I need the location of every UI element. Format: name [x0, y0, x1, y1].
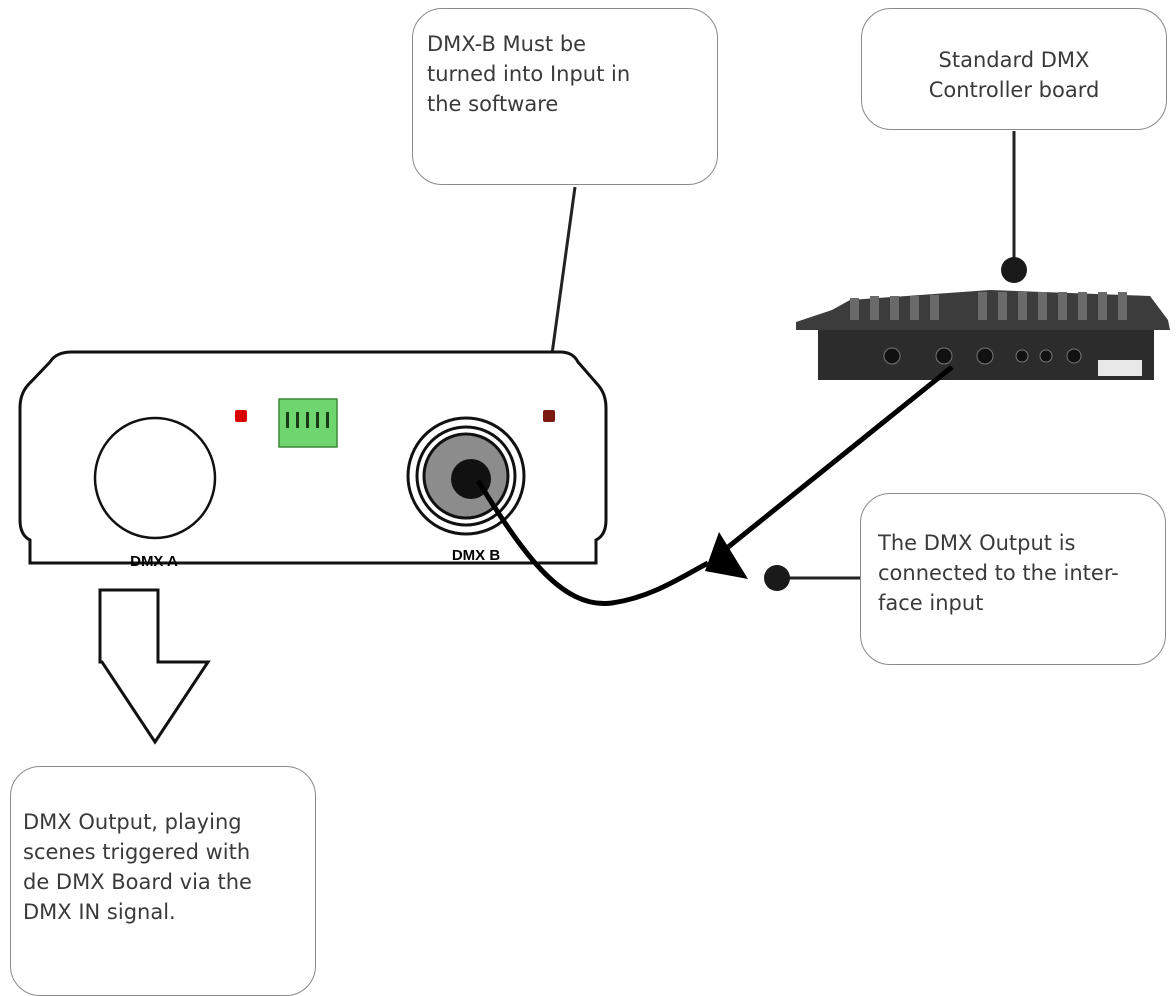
- dmx-cable: [475, 479, 710, 606]
- dmx-a-port: [93, 416, 217, 540]
- dmx-b-port: [406, 416, 526, 536]
- output-arrow-icon: [98, 588, 211, 745]
- dmx-cable-upper: [720, 365, 954, 554]
- leader-dot-output: [764, 565, 790, 591]
- callout-controller-board: Standard DMX Controller board: [861, 8, 1167, 130]
- status-led-b: [543, 410, 555, 422]
- callout-dmx-a-output: DMX Output, playing scenes triggered wit…: [10, 766, 316, 996]
- dmx-controller-board: [796, 290, 1170, 380]
- callout-text: DMX Output, playing scenes triggered wit…: [23, 810, 252, 924]
- terminal-block-connector: [278, 398, 338, 448]
- dmx-b-label: DMX B: [452, 547, 501, 564]
- cable-arrowhead: [705, 532, 748, 579]
- leader-line-dmx-b: [546, 186, 577, 384]
- callout-text: The DMX Output is connected to the inter…: [878, 531, 1119, 615]
- callout-output-connection: The DMX Output is connected to the inter…: [860, 493, 1166, 665]
- callout-dmx-b-input-note: DMX-B Must be turned into Input in the s…: [412, 8, 718, 185]
- status-led-a: [235, 410, 247, 422]
- leader-dot-controller: [1001, 257, 1027, 283]
- callout-text: Standard DMX Controller board: [928, 48, 1100, 102]
- dmx-a-label: DMX A: [130, 553, 178, 570]
- callout-text: DMX-B Must be turned into Input in the s…: [427, 32, 631, 116]
